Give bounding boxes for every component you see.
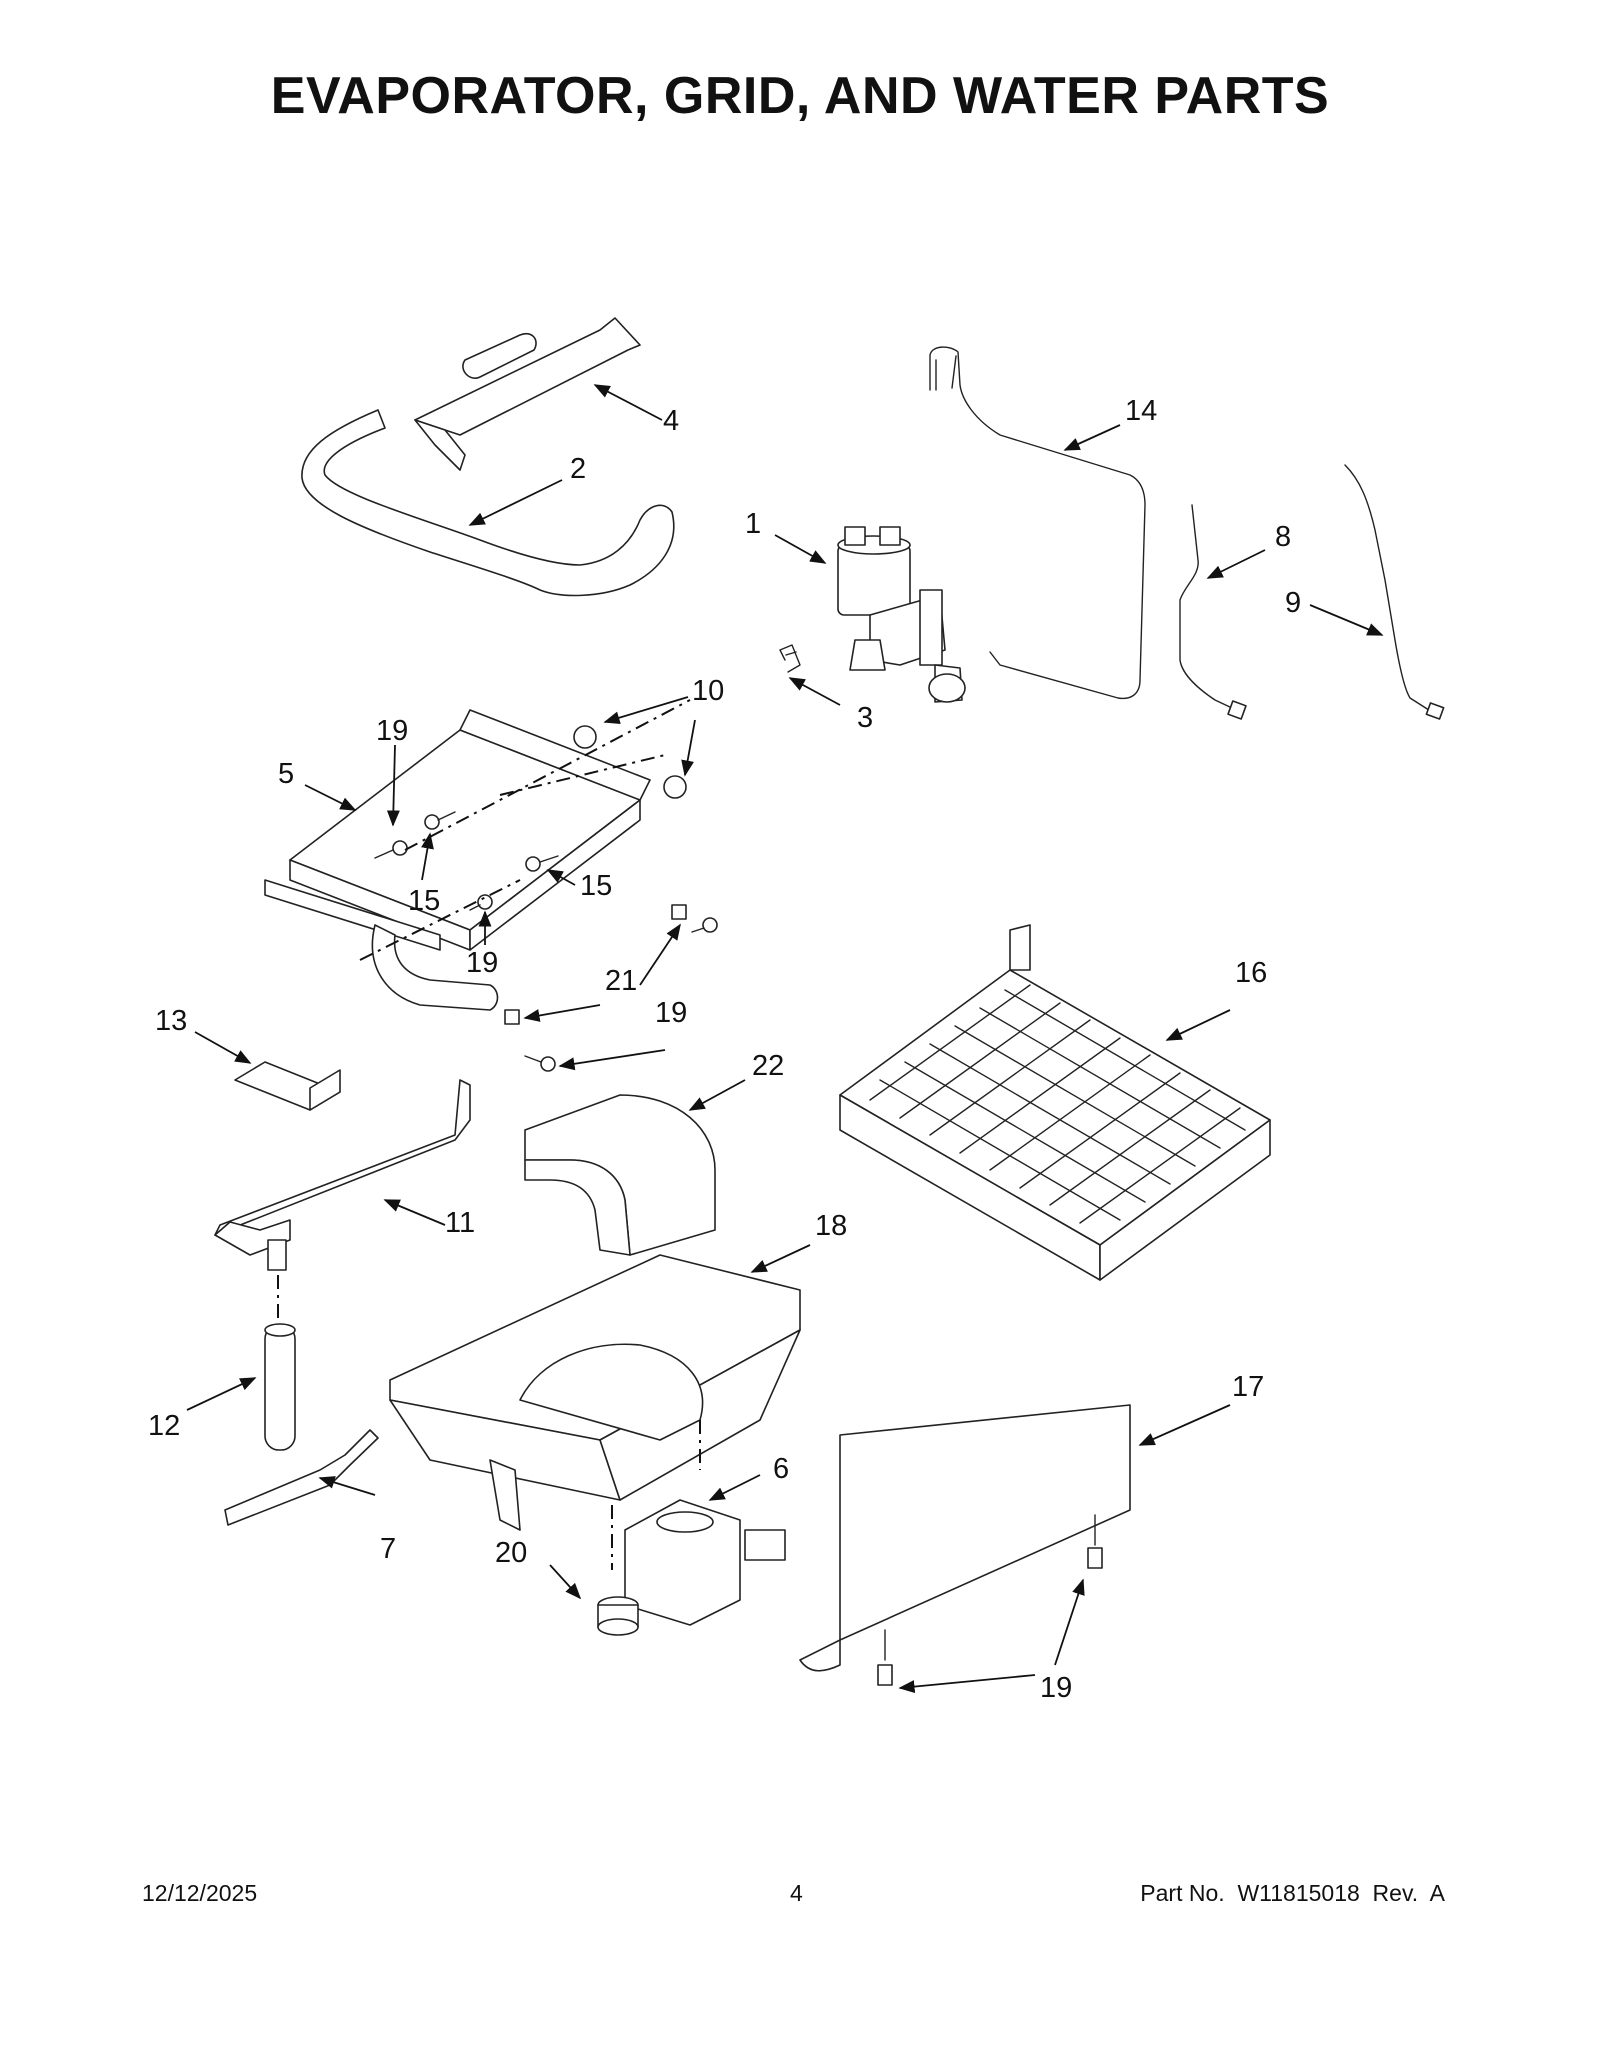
callout-20: 20: [495, 1537, 527, 1569]
callout-6: 6: [773, 1453, 789, 1485]
callout-19-a: 19: [376, 715, 408, 747]
callout-8: 8: [1275, 521, 1291, 553]
part-12-tube: [264, 1323, 296, 1451]
part-8-tube: [1179, 504, 1233, 709]
callout-labels: 1 2 3 4 5 6 7 8 9 10 11 12 13 14 15 15 1…: [148, 395, 1301, 1704]
leader-lines: [186, 384, 1384, 1694]
part-2-tube: [301, 409, 675, 597]
part-11-trough: [214, 1079, 471, 1271]
part-7-tube: [224, 1429, 379, 1526]
callout-16: 16: [1235, 957, 1267, 989]
callout-19-d: 19: [1040, 1672, 1072, 1704]
callout-11: 11: [445, 1207, 475, 1239]
part-20-nut: [597, 1596, 639, 1636]
callout-5: 5: [278, 758, 294, 790]
part-10-grommet-b: [663, 775, 687, 799]
footer-part-number: Part No. W11815018 Rev. A: [1140, 1880, 1445, 1906]
callout-15-a: 15: [408, 885, 440, 917]
part-6-motor: [624, 1499, 786, 1626]
callout-4: 4: [663, 405, 679, 437]
callout-14: 14: [1125, 395, 1157, 427]
callout-21: 21: [605, 965, 637, 997]
callout-1: 1: [745, 508, 761, 540]
callout-22: 22: [752, 1050, 784, 1082]
part-14-tube: [929, 346, 1146, 700]
part-18-tray: [389, 1254, 801, 1531]
page-title: EVAPORATOR, GRID, AND WATER PARTS: [270, 67, 1330, 125]
part-19-screws-panel: [877, 1547, 1103, 1686]
callout-3: 3: [857, 702, 873, 734]
callout-18: 18: [815, 1210, 847, 1242]
callout-12: 12: [148, 1410, 180, 1442]
callout-2: 2: [570, 453, 586, 485]
callout-9: 9: [1285, 587, 1301, 619]
callout-15-b: 15: [580, 870, 612, 902]
part-17-panel: [799, 1404, 1131, 1672]
part-1-valve: [837, 526, 966, 703]
callout-7: 7: [380, 1533, 396, 1565]
part-3-clip: [779, 644, 801, 673]
footer-page-number: 4: [790, 1880, 803, 1906]
callout-19-c: 19: [655, 997, 687, 1029]
part-4-bracket: [414, 317, 641, 471]
part-5-housing: [264, 709, 651, 1011]
footer-date: 12/12/2025: [142, 1880, 258, 1906]
part-9-tube: [1344, 464, 1433, 713]
screws-15-19: [374, 811, 718, 1072]
part-22-cover: [524, 1094, 716, 1256]
callout-13: 13: [155, 1005, 187, 1037]
part-10-grommet-a: [573, 725, 597, 749]
callout-10: 10: [692, 675, 724, 707]
part-16-grid: [839, 924, 1271, 1281]
callout-19-b: 19: [466, 947, 498, 979]
callout-17: 17: [1232, 1371, 1264, 1403]
